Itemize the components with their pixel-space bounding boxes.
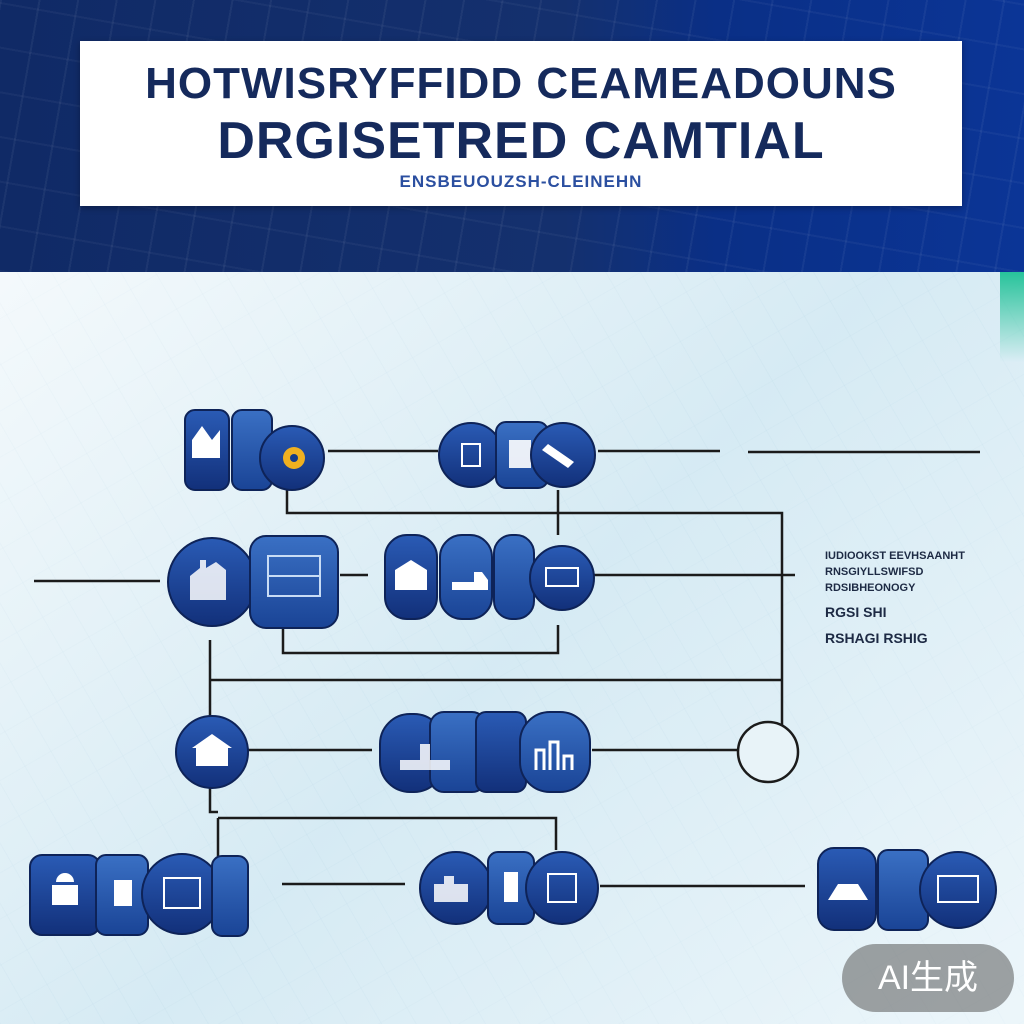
- node-group-row-2-middle: [384, 534, 595, 620]
- legend-text-block: IUDIOOKST EEVHSAANHT RNSGIYLLSWIFSD RDSI…: [825, 548, 985, 648]
- legend-row-large: RSHAGI RSHIG: [825, 630, 928, 646]
- ship-icon: [828, 884, 868, 900]
- factory-icon: [434, 876, 468, 902]
- warehouse-icon: [937, 875, 979, 903]
- node-group-row-2-left: [167, 535, 339, 629]
- chart-icon: [534, 740, 574, 770]
- node-group-row-4-right: [817, 847, 997, 931]
- node-circle: [529, 545, 595, 611]
- bank-icon: [192, 734, 232, 766]
- node-tile: [493, 534, 535, 620]
- document-icon: [547, 873, 577, 903]
- tool-icon: [542, 444, 574, 468]
- connector: [285, 490, 784, 737]
- title-panel: HOTWISRYFFIDD CEAMEADOUNS DRGISETRED CAM…: [80, 41, 962, 206]
- title-line-2: DRGISETRED CAMTIAL: [217, 112, 825, 170]
- legend-row: IUDIOOKST EEVHSAANHT: [825, 550, 965, 562]
- building-icon: [52, 873, 78, 905]
- subtitle: ENSBEUOUZSH-CLEINEHN: [399, 172, 643, 191]
- building-icon: [545, 567, 579, 587]
- connector: [218, 816, 558, 850]
- node-tile: [439, 534, 493, 620]
- node-group-row-4-left: [29, 853, 249, 937]
- connector-lines: [34, 449, 980, 888]
- gear-hub: [290, 454, 298, 462]
- node-group-row-1-left: [184, 409, 325, 491]
- factory-icon: [192, 426, 220, 458]
- connector: [208, 640, 218, 814]
- factory-icon: [190, 560, 226, 600]
- truck-icon: [452, 572, 488, 590]
- node-circle: [525, 851, 599, 925]
- node-group-row-3-middle: [379, 711, 591, 793]
- corner-accent: [1000, 272, 1024, 362]
- building-icon: [163, 877, 201, 909]
- node-tile: [519, 711, 591, 793]
- connector: [281, 625, 560, 655]
- legend-row: RDSIBHEONOGY: [825, 582, 916, 594]
- document-icon: [504, 872, 518, 902]
- node-tile: [249, 535, 339, 629]
- legend-row: RNSGIYLLSWIFSD: [825, 566, 924, 578]
- document-icon: [114, 880, 132, 906]
- ai-generated-badge: AI生成: [842, 944, 1014, 1012]
- legend-row-large: RGSI SHI: [825, 604, 887, 620]
- header-banner: HOTWISRYFFIDD CEAMEADOUNS DRGISETRED CAM…: [0, 0, 1024, 272]
- node-circle: [438, 422, 504, 488]
- warehouse-icon: [395, 560, 427, 590]
- title-line-1: HOTWISRYFFIDD CEAMEADOUNS: [145, 59, 897, 108]
- node-group-row-4-middle: [419, 851, 599, 925]
- node-circle: [919, 851, 997, 929]
- node-group-row-1-middle: [438, 421, 596, 489]
- node-group-row-3-left: [175, 715, 249, 789]
- node-tile: [211, 855, 249, 937]
- node-tile: [475, 711, 527, 793]
- document-icon: [509, 440, 531, 468]
- node-circle: [141, 853, 223, 935]
- factory-icon: [400, 744, 450, 770]
- junction-circle: [736, 720, 800, 784]
- document-icon: [461, 443, 481, 467]
